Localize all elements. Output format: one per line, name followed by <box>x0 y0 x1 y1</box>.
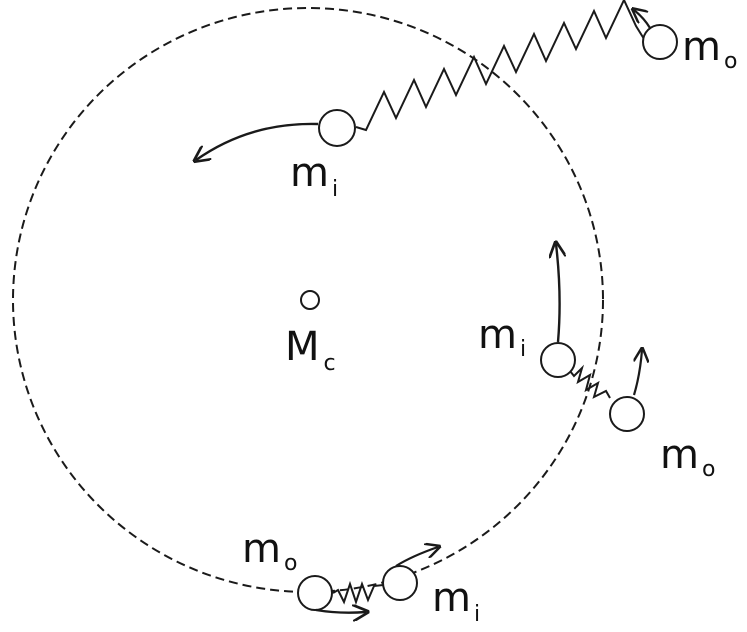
outer-mass-bottom-subscript: o <box>284 551 297 576</box>
outer-mass-top-subscript: o <box>724 49 737 74</box>
outer-mass-right <box>609 396 645 432</box>
outer-mass-right-label: m <box>660 432 699 478</box>
inner-mass-bottom-subscript: i <box>474 602 480 627</box>
outer-mass-bottom-label: m <box>242 526 281 572</box>
outer-mass-top <box>642 24 678 60</box>
orbit-path <box>12 7 604 593</box>
velocity-arrow-inner-bottom <box>395 547 438 567</box>
velocity-arrow-outer-top <box>634 10 651 29</box>
svg-text:Mc: Mc <box>285 324 336 376</box>
velocity-arrow-outer-right <box>632 350 642 396</box>
inner-mass-top <box>318 109 356 147</box>
central-mass-circle <box>300 290 320 310</box>
svg-text:mi: mi <box>290 150 338 202</box>
inner-mass-bottom <box>382 565 418 601</box>
inner-mass-top-subscript: i <box>332 177 338 202</box>
spring-top <box>355 0 661 132</box>
inner-mass-top-label: m <box>290 150 329 196</box>
velocity-arrow-inner-top <box>196 122 319 160</box>
spring-right <box>569 364 611 399</box>
velocity-arrow-inner-right <box>556 244 560 343</box>
outer-mass-top-label: m <box>682 24 721 70</box>
outer-mass-right-subscript: o <box>702 457 715 482</box>
inner-mass-bottom-label: m <box>432 575 471 621</box>
svg-text:mo: mo <box>242 526 297 576</box>
svg-text:mi: mi <box>478 312 526 362</box>
svg-text:mo: mo <box>682 24 737 74</box>
outer-mass-bottom <box>297 575 333 611</box>
svg-text:mi: mi <box>432 575 480 627</box>
spring-bottom <box>332 580 384 606</box>
svg-text:mo: mo <box>660 432 715 482</box>
inner-mass-right <box>540 342 576 378</box>
central-mass-label: M <box>285 324 320 370</box>
inner-mass-right-subscript: i <box>520 337 526 362</box>
central-mass-subscript: c <box>324 351 336 376</box>
velocity-arrow-outer-bottom <box>315 610 366 613</box>
inner-mass-right-label: m <box>478 312 517 358</box>
